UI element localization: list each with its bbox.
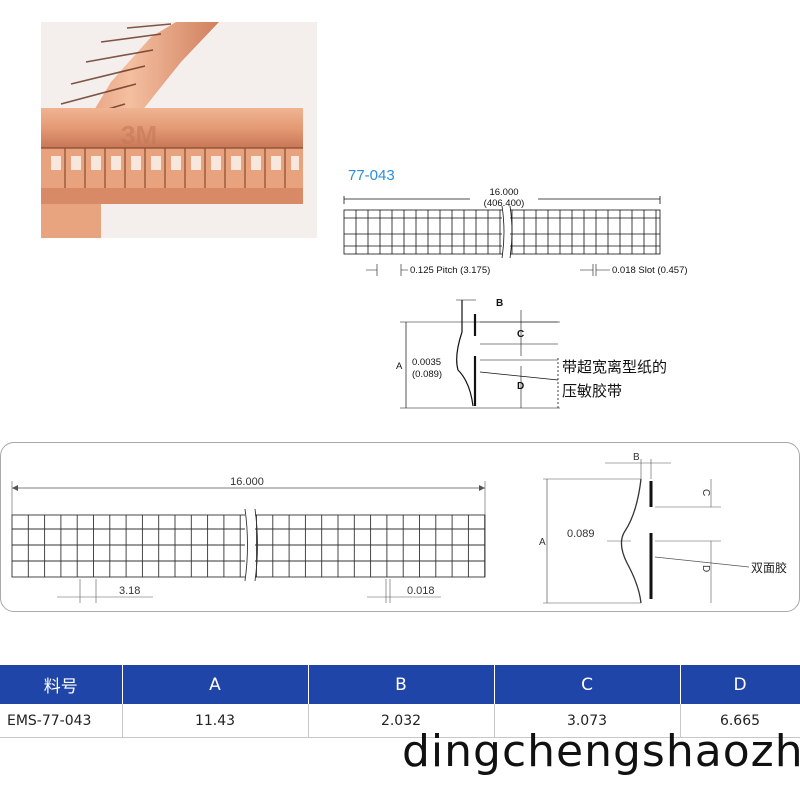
note-line1: 带超宽离型纸的 [562, 359, 667, 376]
dim-c-label: C [517, 329, 524, 340]
copper-gasket-photo: 3M [41, 22, 317, 238]
note-line2: 压敏胶带 [562, 383, 622, 400]
pitch-label: 0.125 Pitch (3.175) [410, 265, 490, 276]
cell-part-number: EMS-77-043 [0, 704, 123, 738]
dim-b-label: B [496, 298, 503, 309]
thickness-label: 0.0035 [412, 357, 441, 368]
dim-a-label-bottom: A [539, 537, 546, 548]
cell-a: 11.43 [122, 704, 309, 738]
pitch-label-bottom: 3.18 [119, 585, 140, 597]
header-d: D [680, 665, 800, 704]
spec-table-header-row: 料号 A B C D [0, 665, 800, 704]
cell-d: 6.665 [680, 704, 800, 738]
cell-b: 2.032 [308, 704, 495, 738]
product-photo: 3M [41, 22, 317, 238]
slot-label: 0.018 Slot (0.457) [612, 265, 688, 276]
thickness-mm-label: (0.089) [412, 369, 442, 380]
slot-label-bottom: 0.018 [407, 585, 435, 597]
header-c: C [494, 665, 681, 704]
length-mm-label: (406.400) [484, 198, 525, 209]
header-a: A [122, 665, 309, 704]
part-number-label: 77-043 [348, 167, 395, 184]
spec-table: 料号 A B C D EMS-77-043 11.43 2.032 3.073 … [0, 665, 800, 738]
dim-b-label-bottom: B [633, 452, 640, 463]
dim-d-label-bottom: D [700, 565, 711, 572]
dim-d-label: D [517, 381, 524, 392]
drawing-panel: 16.000 3.18 0.018 A 0.089 [0, 442, 800, 612]
svg-text:3M: 3M [121, 120, 157, 150]
header-b: B [308, 665, 495, 704]
dim-c-label-bottom: C [700, 489, 711, 496]
adhesive-note: 双面胶 [751, 560, 787, 575]
dim-a-label: A [396, 361, 403, 372]
thickness-label-bottom: 0.089 [567, 528, 595, 540]
table-row: EMS-77-043 11.43 2.032 3.073 6.665 [0, 704, 800, 738]
length-label: 16.000 [489, 187, 518, 198]
cell-c: 3.073 [494, 704, 681, 738]
watermark-text: dingchengshaozh [402, 726, 800, 777]
length-label-bottom: 16.000 [230, 476, 264, 488]
profile-view: A 0.0035 (0.089) B C D 带超宽离型纸的 压敏胶带 [396, 298, 667, 410]
technical-drawing-bottom: 16.000 3.18 0.018 A 0.089 [11, 452, 787, 604]
header-part-number: 料号 [0, 665, 123, 704]
profile-view-bottom: A 0.089 B C D 双面胶 [539, 452, 787, 604]
technical-drawing-top: 77-043 16.000 (406.400) 0.125 Pitch (3.1… [330, 160, 710, 424]
